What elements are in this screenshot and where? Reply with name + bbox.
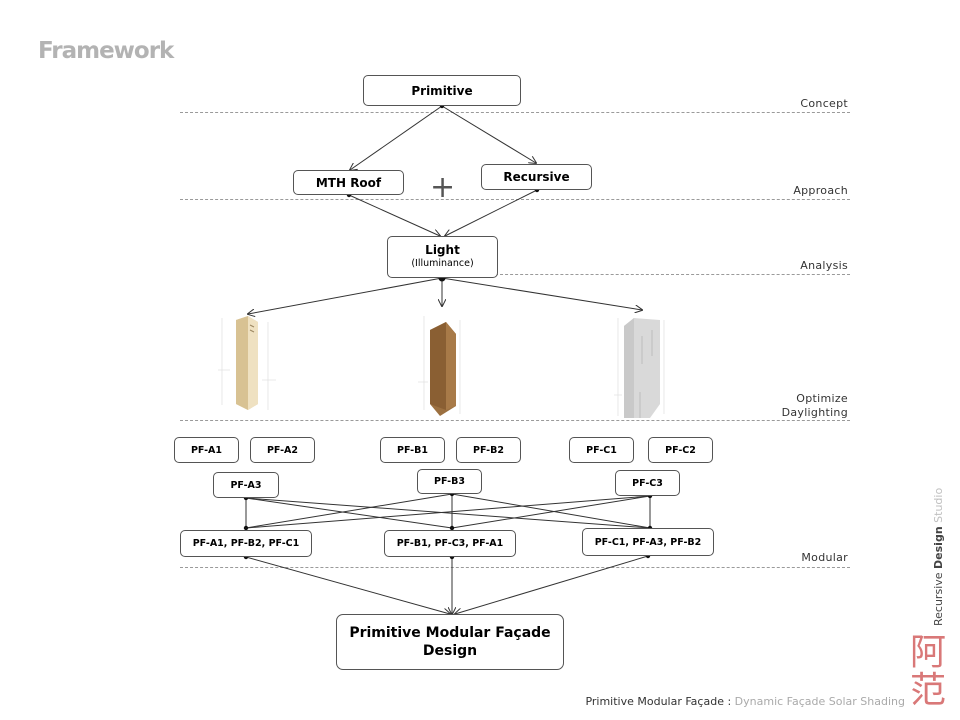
plus-icon: + [430, 170, 456, 205]
brand-part-2: Design [932, 526, 945, 569]
mth-roof-node: MTH Roof [293, 170, 404, 195]
approach-divider [180, 199, 850, 200]
combo-node-2: PF-B1, PF-C3, PF-A1 [384, 530, 516, 557]
recursive-node: Recursive [481, 164, 592, 190]
variant-pf-a1: PF-A1 [174, 437, 239, 463]
variant-pf-b3: PF-B3 [417, 469, 482, 494]
footer-caption: Primitive Modular Façade : Dynamic Façad… [585, 695, 905, 708]
variant-pf-b2: PF-B2 [456, 437, 521, 463]
modular-divider [180, 567, 850, 568]
stage-label-approach: Approach [793, 184, 848, 197]
variant-pf-a3: PF-A3 [213, 472, 279, 498]
combo-node-3: PF-C1, PF-A3, PF-B2 [582, 528, 714, 556]
footer-sub: Dynamic Façade Solar Shading [734, 695, 905, 708]
brand-part-3: Studio [932, 487, 945, 527]
calligraphy-seal-logo: 阿范 [910, 632, 947, 711]
optimize-divider [180, 420, 850, 421]
brand-vertical-text: Recursive Design Studio [932, 488, 945, 626]
facade-model-a [218, 316, 276, 410]
variant-pf-c1: PF-C1 [569, 437, 634, 463]
analysis-divider [495, 274, 850, 275]
concept-divider [180, 112, 850, 113]
variant-pf-c3: PF-C3 [615, 470, 680, 496]
stage-label-optimize: Optimize Daylighting [781, 392, 848, 419]
variant-pf-a2: PF-A2 [250, 437, 315, 463]
page-title: Framework [38, 38, 174, 64]
brand-part-1: Recursive [932, 568, 945, 626]
facade-model-b [418, 316, 461, 416]
variant-pf-c2: PF-C2 [648, 437, 713, 463]
light-node-title: Light [425, 243, 460, 257]
stage-label-modular: Modular [801, 551, 848, 564]
facade-model-c [614, 318, 665, 418]
stage-label-analysis: Analysis [800, 259, 848, 272]
footer-main: Primitive Modular Façade : [585, 695, 732, 708]
light-node: Light (Illuminance) [387, 236, 498, 278]
variant-pf-b1: PF-B1 [380, 437, 445, 463]
combo-node-1: PF-A1, PF-B2, PF-C1 [180, 530, 312, 557]
final-design-node: Primitive Modular Façade Design [336, 614, 564, 670]
primitive-node: Primitive [363, 75, 521, 106]
stage-label-concept: Concept [800, 97, 848, 110]
light-node-subtitle: (Illuminance) [411, 258, 474, 269]
